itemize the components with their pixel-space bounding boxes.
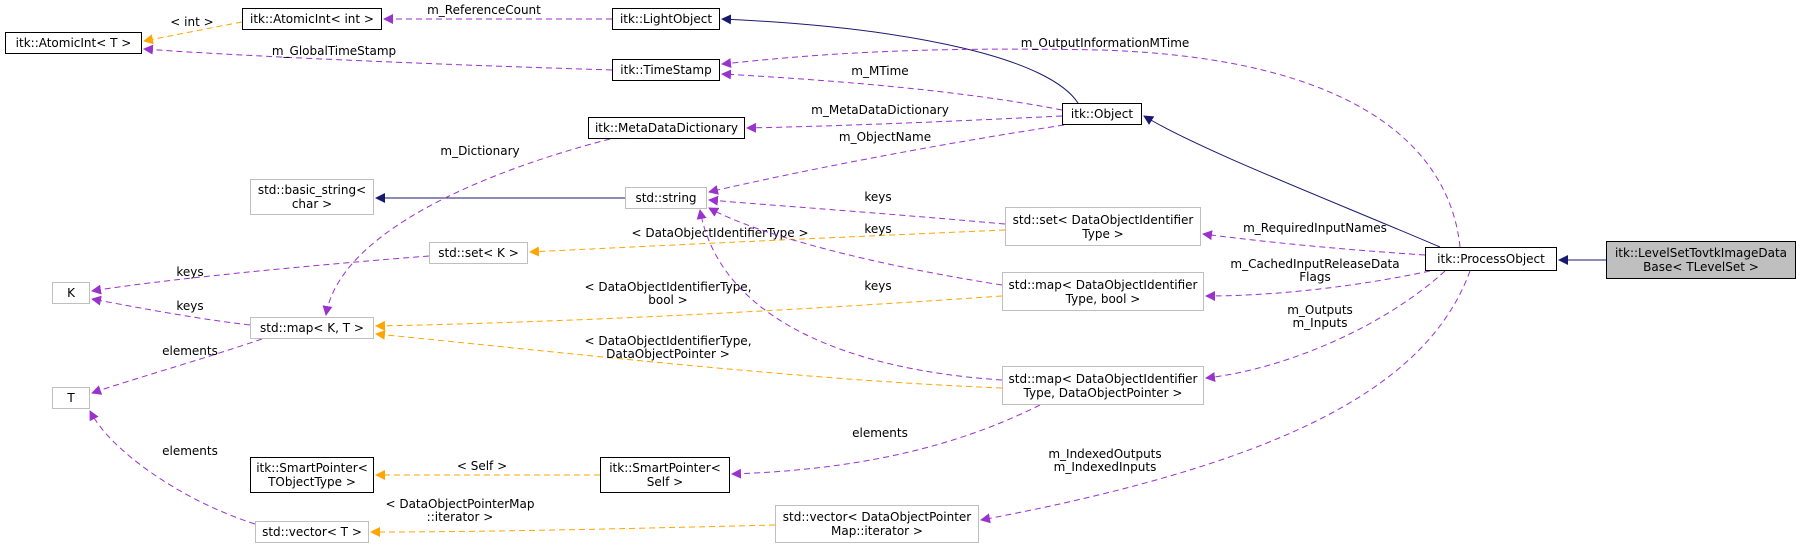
node-vector-t[interactable]: std::vector< T > — [255, 521, 369, 543]
edge-processobject-to-object — [1143, 115, 1441, 248]
edge-label-global-timestamp: m_GlobalTimeStamp — [272, 44, 396, 58]
edge-timestamp-to-atomicint-t — [143, 44, 613, 71]
edge-label-doi-bool-tpl: < DataObjectIdentifierType,bool > — [584, 280, 751, 307]
node-set-dataobjectidentifier[interactable]: std::set< DataObjectIdentifier Type > — [1005, 207, 1201, 246]
node-levelsettovtkimagedatabase[interactable]: itk::LevelSetTovtkImageData Base< TLevel… — [1606, 241, 1796, 279]
edge-set-doi-to-string — [708, 195, 1006, 225]
node-atomicint-int[interactable]: itk::AtomicInt< int > — [242, 8, 382, 30]
node-set-k[interactable]: std::set< K > — [429, 242, 528, 264]
edge-label-reference-count: m_ReferenceCount — [427, 3, 541, 17]
node-smartpointer-self[interactable]: itk::SmartPointer< Self > — [600, 457, 730, 493]
edge-label-dictionary: m_Dictionary — [440, 144, 519, 158]
edge-set-k-to-k — [91, 255, 430, 295]
node-object[interactable]: itk::Object — [1062, 103, 1142, 125]
node-atomicint-t[interactable]: itk::AtomicInt< T > — [5, 32, 142, 54]
edge-label-self-tpl: < Self > — [457, 459, 507, 473]
edge-atomicint-int-to-atomicint-t — [143, 21, 243, 45]
edge-set-doi-to-set-k — [529, 229, 1006, 257]
edge-label-keys-map-kt: keys — [176, 299, 203, 313]
node-t[interactable]: T — [52, 387, 90, 409]
node-timestamp[interactable]: itk::TimeStamp — [612, 59, 720, 81]
node-basic-string[interactable]: std::basic_string< char > — [250, 179, 374, 215]
node-smartpointer-tobjecttype[interactable]: itk::SmartPointer< TObjectType > — [250, 457, 374, 493]
edge-map-kt-to-k — [91, 295, 251, 326]
node-map-kt[interactable]: std::map< K, T > — [250, 317, 374, 339]
node-metadatadictionary[interactable]: itk::MetaDataDictionary — [588, 117, 745, 139]
edge-object-to-string — [708, 124, 1065, 195]
edge-label-int-tpl: < int > — [170, 15, 213, 29]
node-string[interactable]: std::string — [625, 187, 707, 209]
node-vector-dataobjectpointer-iterator[interactable]: std::vector< DataObjectPointer Map::iter… — [775, 505, 979, 543]
edge-label-metadata-dictionary: m_MetaDataDictionary — [811, 103, 949, 117]
edge-vector-t-to-t — [89, 410, 256, 525]
edge-label-elements-smartpointer: elements — [852, 426, 908, 440]
edge-metadatadictionary-to-map-kt — [322, 138, 611, 316]
edge-object-to-metadatadictionary — [746, 115, 1063, 133]
edge-vector-dop-to-vector-t — [370, 524, 776, 537]
edge-object-to-lightobject — [721, 14, 1079, 104]
edge-processobject-to-map-doi-dop — [1205, 270, 1446, 383]
edge-processobject-to-timestamp — [721, 48, 1461, 248]
edge-label-keys-map-bool: keys — [864, 222, 891, 236]
node-map-dataobjectidentifier-dataobjectpointer[interactable]: std::map< DataObjectIdentifier Type, Dat… — [1002, 366, 1204, 405]
node-k[interactable]: K — [52, 282, 90, 304]
edge-label-keys-set-doi: keys — [864, 190, 891, 204]
edge-label-required-input-names: m_RequiredInputNames — [1243, 221, 1387, 235]
edge-object-to-timestamp — [721, 69, 1063, 111]
edge-label-keys-set-k: keys — [176, 265, 203, 279]
edge-label-elements-t: elements — [162, 344, 218, 358]
edge-map-doi-dop-to-map-kt — [375, 329, 1003, 389]
edge-label-dop-map-iterator-tpl: < DataObjectPointerMap::iterator > — [385, 497, 534, 524]
edge-label-object-name: m_ObjectName — [839, 130, 931, 144]
edge-map-doi-dop-to-smartpointer-self — [731, 404, 1041, 479]
node-map-dataobjectidentifier-bool[interactable]: std::map< DataObjectIdentifier Type, boo… — [1002, 272, 1204, 311]
edge-label-doi-type-tpl: < DataObjectIdentifierType > — [631, 226, 808, 240]
edge-label-mtime: m_MTime — [851, 64, 908, 78]
edge-processobject-to-vector-dop — [980, 270, 1471, 524]
edge-label-output-information-mtime: m_OutputInformationMTime — [1021, 36, 1190, 50]
node-lightobject[interactable]: itk::LightObject — [612, 8, 720, 30]
node-processobject[interactable]: itk::ProcessObject — [1425, 247, 1557, 271]
edge-map-doi-bool-to-map-kt — [375, 295, 1003, 331]
edge-label-elements-vector: elements — [162, 444, 218, 458]
edge-processobject-to-map-doi-bool — [1205, 270, 1431, 301]
edge-map-doi-dop-to-string — [696, 209, 1003, 381]
edge-map-kt-to-t — [91, 338, 263, 395]
edge-map-doi-bool-to-string — [708, 207, 1003, 286]
edge-label-keys-map-dop: keys — [864, 279, 891, 293]
edge-label-doi-dop-tpl: < DataObjectIdentifierType,DataObjectPoi… — [584, 334, 751, 361]
edge-processobject-to-set-doi — [1202, 230, 1426, 256]
